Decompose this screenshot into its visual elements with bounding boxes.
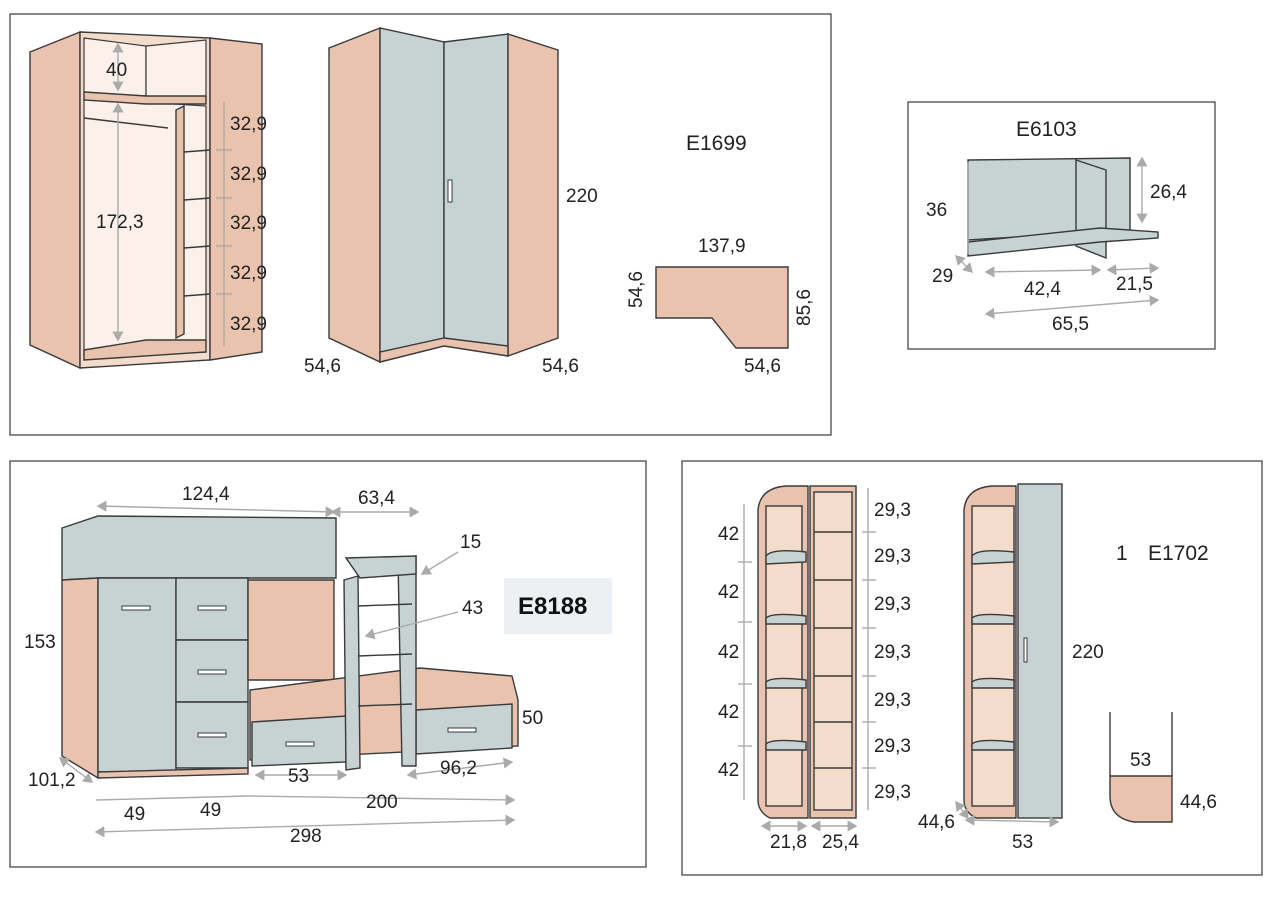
wall-shelf [955, 156, 1160, 319]
dim-shelf-right-6: 29,3 [874, 736, 911, 757]
plan-view-e1702 [1109, 712, 1173, 823]
dim-shelf-5: 32,9 [230, 314, 267, 335]
plan-view-e1699: 137,9 54,6 54,6 85,6 [626, 236, 815, 377]
dim-shelf-right-5: 29,3 [874, 690, 911, 711]
dim-shelf-left-3: 42 [718, 642, 739, 663]
dim-unit-height: 220 [1072, 642, 1104, 663]
dim-plan-right: 85,6 [794, 289, 815, 326]
dim-total-width: 65,5 [1052, 314, 1089, 335]
dim-lower-bed-height: 50 [522, 708, 543, 729]
dim-shelf-left-4: 42 [718, 702, 739, 723]
dim-rail-width: 63,4 [358, 488, 395, 509]
dim-shelf-right-7: 29,3 [874, 782, 911, 803]
code-e1702: E1702 [1148, 542, 1209, 565]
corner-wardrobe-open: 40 172,3 32,9 32,9 32,9 32,9 32,9 [29, 30, 267, 370]
dim-wardrobe-height: 220 [566, 186, 598, 207]
dim-shelf-right-3: 29,3 [874, 594, 911, 615]
dim-shelf-height: 36 [926, 200, 947, 221]
dim-bed-total-height: 153 [24, 632, 56, 653]
dim-unit-width: 53 [1012, 832, 1033, 853]
dim-shelf-1: 32,9 [230, 114, 267, 135]
quantity: 1 [1116, 542, 1128, 565]
dim-drawer2-width: 96,2 [440, 758, 477, 779]
dim-width-1: 49 [124, 804, 145, 825]
dim-ladder: 43 [462, 598, 483, 619]
dim-hanging-height: 172,3 [96, 212, 144, 233]
dim-shelf-left-5: 42 [718, 760, 739, 781]
panel-c-frame [9, 460, 647, 868]
dim-width-right: 25,4 [822, 832, 859, 853]
dim-plan-top: 137,9 [698, 236, 746, 257]
panel-b-frame [907, 101, 1216, 350]
panel-e8188: 124,4 63,4 15 43 153 50 101,2 53 96,2 49… [9, 460, 647, 868]
shelving-unit-with-door [955, 483, 1063, 828]
dim-total-length: 298 [290, 826, 322, 847]
shelving-unit-front [738, 485, 876, 832]
dim-shelf-depth: 29 [932, 266, 953, 287]
dim-back-height: 26,4 [1150, 182, 1187, 203]
code-e8188: E8188 [518, 593, 587, 620]
code-badge [504, 578, 612, 634]
dim-plan-depth: 44,6 [1180, 792, 1217, 813]
dim-main-width: 42,4 [1024, 279, 1061, 300]
code-e1699: E1699 [686, 132, 747, 155]
dim-shelf-4: 32,9 [230, 263, 267, 284]
corner-wardrobe-closed: 220 54,6 54,6 [304, 26, 598, 377]
dim-plan-left: 54,6 [626, 271, 647, 308]
bunk-bed [58, 500, 519, 838]
dim-shelf-right-4: 29,3 [874, 642, 911, 663]
dim-top-width: 124,4 [182, 484, 230, 505]
dim-plan-width: 53 [1130, 750, 1151, 771]
panel-e6103: E6103 36 26,4 29 42,4 21,5 65,5 [907, 101, 1216, 350]
dim-shelf-2: 32,9 [230, 164, 267, 185]
dim-unit-depth: 44,6 [918, 812, 955, 833]
dim-shelf-left-2: 42 [718, 582, 739, 603]
dim-bed-depth: 101,2 [28, 770, 76, 791]
dim-depth-right: 54,6 [542, 356, 579, 377]
panel-e1699: 40 172,3 32,9 32,9 32,9 32,9 32,9 220 54… [9, 13, 832, 436]
dim-shelf-right-1: 29,3 [874, 500, 911, 521]
panel-a-frame [9, 13, 832, 436]
dim-side-width: 21,5 [1116, 274, 1153, 295]
panel-d-frame [681, 460, 1263, 876]
panel-e1702: 42 42 42 42 42 29,3 29,3 29,3 29,3 29,3 … [681, 460, 1263, 876]
dim-width-2: 49 [200, 800, 221, 821]
dim-width-3: 200 [366, 792, 398, 813]
dim-rail-height: 15 [460, 532, 481, 553]
dim-shelf-left-1: 42 [718, 524, 739, 545]
dim-drawer-width: 53 [288, 766, 309, 787]
dim-plan-bottom: 54,6 [744, 356, 781, 377]
dim-top-shelf: 40 [106, 60, 127, 81]
dim-shelf-right-2: 29,3 [874, 546, 911, 567]
code-e6103: E6103 [1016, 118, 1077, 141]
dim-width-left: 21,8 [770, 832, 807, 853]
dim-depth-left: 54,6 [304, 356, 341, 377]
dim-shelf-3: 32,9 [230, 213, 267, 234]
